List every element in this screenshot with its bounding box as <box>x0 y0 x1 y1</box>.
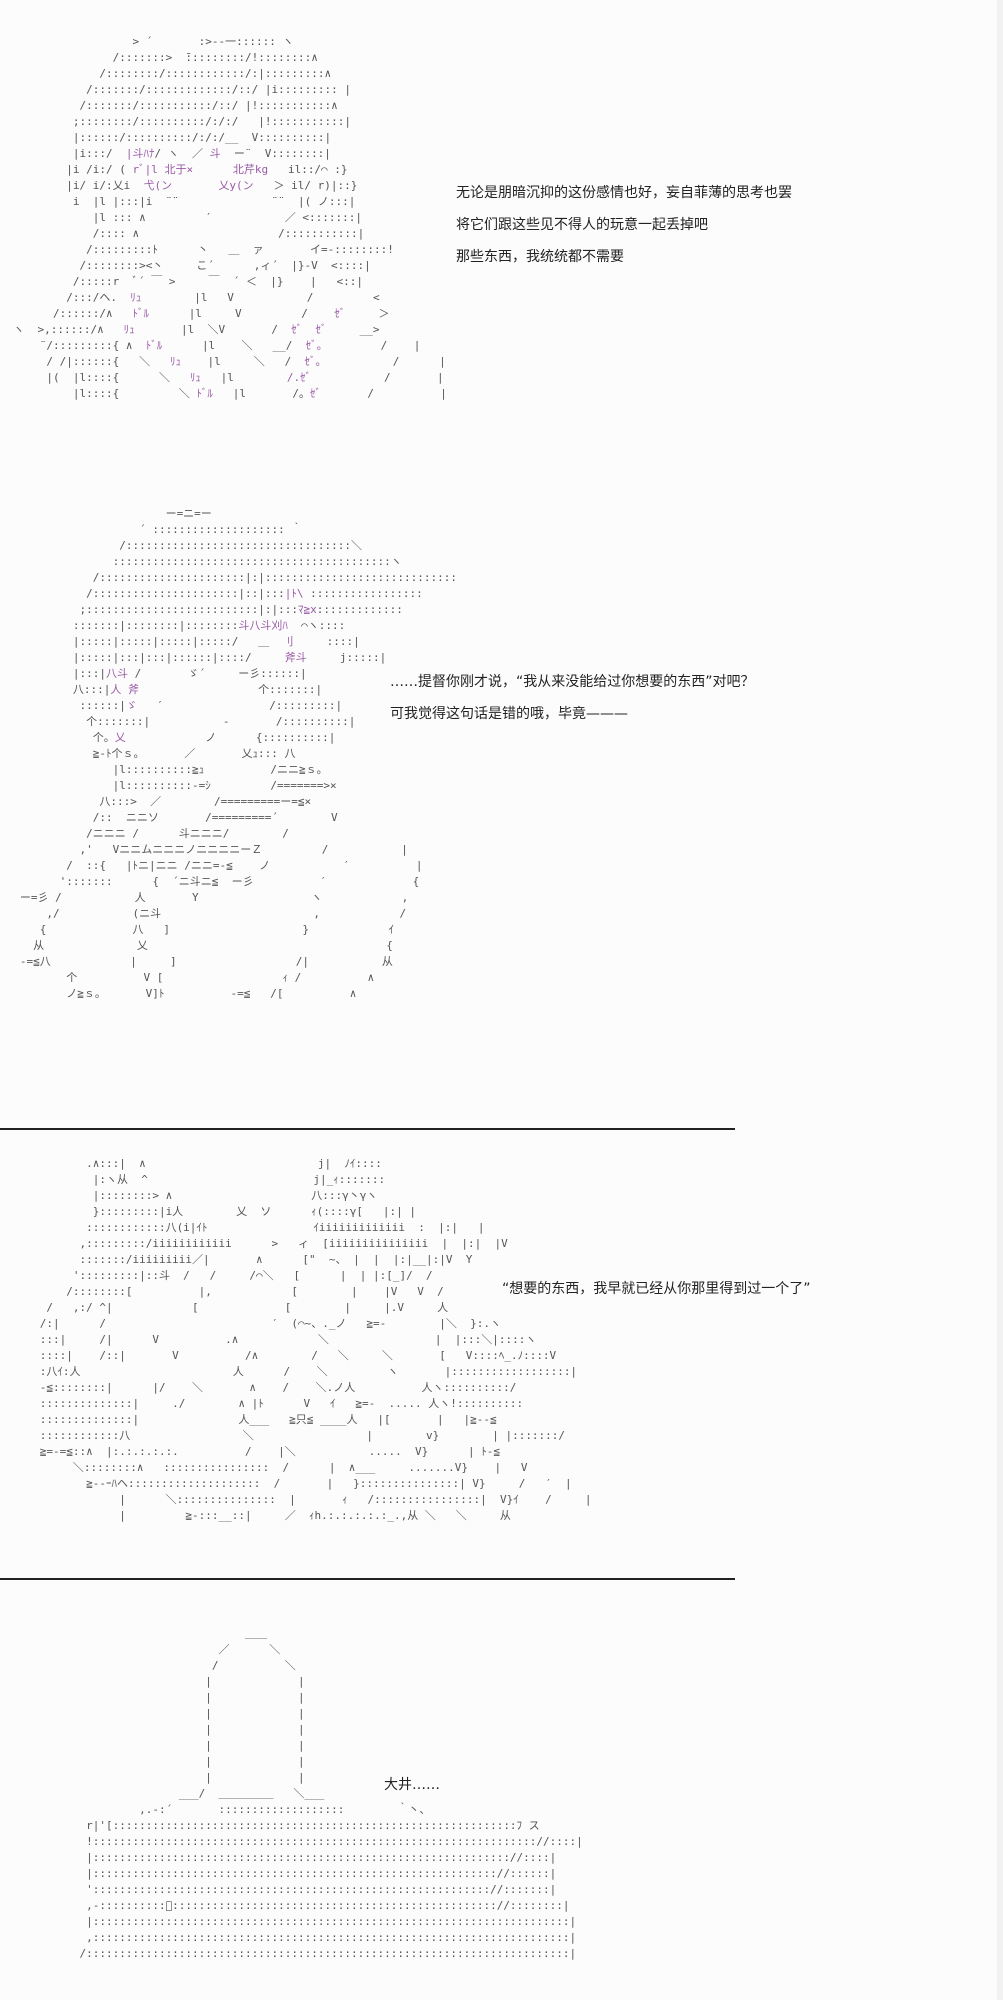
panel-4: ＿＿ ／ ＼ / ＼ | | | | <box>0 1580 1003 2000</box>
panel-divider <box>0 1128 735 1130</box>
caption-panel-3: “想要的东西，我早就已经从你那里得到过一个了” <box>502 1273 811 1305</box>
caption-line: 无论是朋暗沉抑的这份感情也好，妄自菲薄的思考也罢 <box>456 185 792 201</box>
panel-1: > ´ :>--一:::::: ヽ /:::::::> ̄:::::::::/!… <box>0 0 1003 470</box>
caption-panel-4: 大井…… <box>384 1769 440 1801</box>
panel-divider <box>0 1578 735 1580</box>
ascii-art-silhouette-back: ＿＿ ／ ＼ / ＼ | | | | <box>79 1627 583 1960</box>
caption-line: ……提督你刚才说，“我从来没能给过你想要的东西”对吧？ <box>390 674 755 690</box>
page-right-margin <box>997 0 1003 2000</box>
ascii-art-girl-back-view: .∧:::| ∧ j| ﾉｲ:::: |:ヽ从 ^ j|_ｨ::::::: |:… <box>39 1157 592 1522</box>
caption-panel-2: ……提督你刚才说，“我从来没能给过你想要的东西”对吧？ 可我觉得这句话是错的哦，… <box>390 666 755 730</box>
caption-panel-1: 无论是朋暗沉抑的这份感情也好，妄自菲薄的思考也罢 将它们跟这些见不得人的玩意一起… <box>456 177 792 273</box>
ascii-art-girl-eyes-closed: > ´ :>--一:::::: ヽ /:::::::> ̄:::::::::/!… <box>13 35 447 400</box>
caption-line: 大井…… <box>384 1777 440 1793</box>
panel-2: ー=ニ=ー ´ :::::::::::::::::::: ｀ /::::::::… <box>0 470 1003 1130</box>
ascii-art-girl-smiling: ー=ニ=ー ´ :::::::::::::::::::: ｀ /::::::::… <box>19 507 457 1000</box>
panel-3: .∧:::| ∧ j| ﾉｲ:::: |:ヽ从 ^ j|_ｨ::::::: |:… <box>0 1130 1003 1580</box>
caption-line: “想要的东西，我早就已经从你那里得到过一个了” <box>502 1281 811 1297</box>
caption-line: 可我觉得这句话是错的哦，毕竟——— <box>390 706 628 722</box>
caption-line: 那些东西，我统统都不需要 <box>456 249 624 265</box>
caption-line: 将它们跟这些见不得人的玩意一起丢掉吧 <box>456 217 708 233</box>
